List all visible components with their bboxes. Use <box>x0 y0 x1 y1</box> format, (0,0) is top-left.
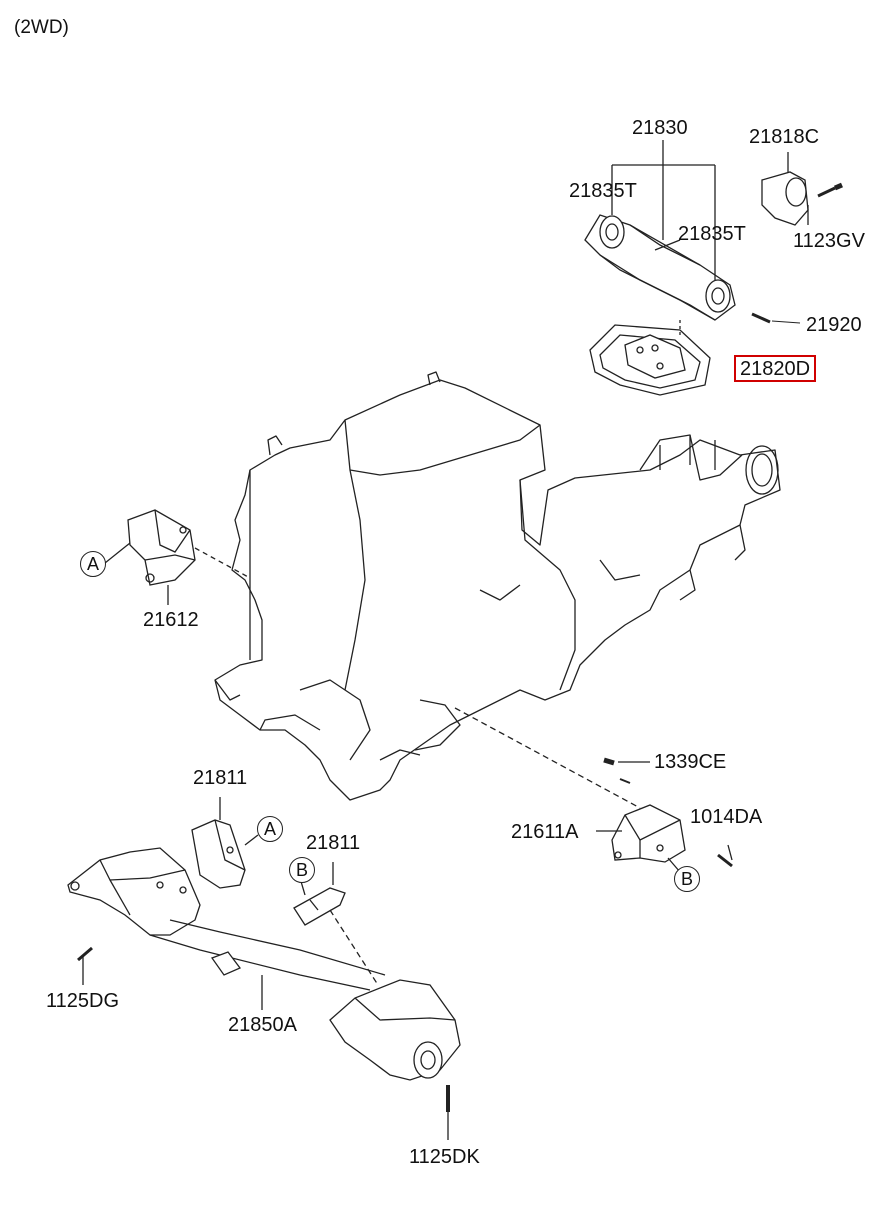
part-number-1123gv[interactable]: 1123GV <box>793 230 865 252</box>
part-number-21818c[interactable]: 21818C <box>749 126 820 148</box>
part-number-1339ce[interactable]: 1339CE <box>654 751 727 773</box>
ref-marker-a-mid: A <box>257 816 283 842</box>
part-number-21920[interactable]: 21920 <box>806 314 862 336</box>
part-number-1125dk[interactable]: 1125DK <box>409 1146 480 1168</box>
bracket-21611a-drawing <box>454 707 733 873</box>
crossmember-21850a-drawing <box>67 797 461 1140</box>
part-number-21811-a[interactable]: 21811 <box>193 767 248 789</box>
ref-marker-b-left: B <box>289 857 315 883</box>
part-number-21835t-left[interactable]: 21835T <box>569 180 637 202</box>
part-number-1125dg[interactable]: 1125DG <box>46 990 120 1012</box>
part-number-21612[interactable]: 21612 <box>143 609 199 631</box>
part-number-21830[interactable]: 21830 <box>632 117 688 139</box>
insulator-assembly-drawing <box>584 140 843 396</box>
engine-block-drawing <box>214 371 781 801</box>
part-number-21811-b[interactable]: 21811 <box>306 832 361 854</box>
drive-type-caption: (2WD) <box>14 17 69 38</box>
part-number-21820d-highlighted[interactable]: 21820D <box>734 355 817 382</box>
ref-marker-b-right: B <box>674 866 700 892</box>
part-number-21611a[interactable]: 21611A <box>511 821 579 843</box>
part-number-1014da[interactable]: 1014DA <box>690 806 763 828</box>
ref-marker-a-left: A <box>80 551 106 577</box>
bracket-21612-drawing <box>104 509 251 605</box>
part-number-21835t-right[interactable]: 21835T <box>678 223 746 245</box>
part-number-21850a[interactable]: 21850A <box>228 1014 297 1036</box>
